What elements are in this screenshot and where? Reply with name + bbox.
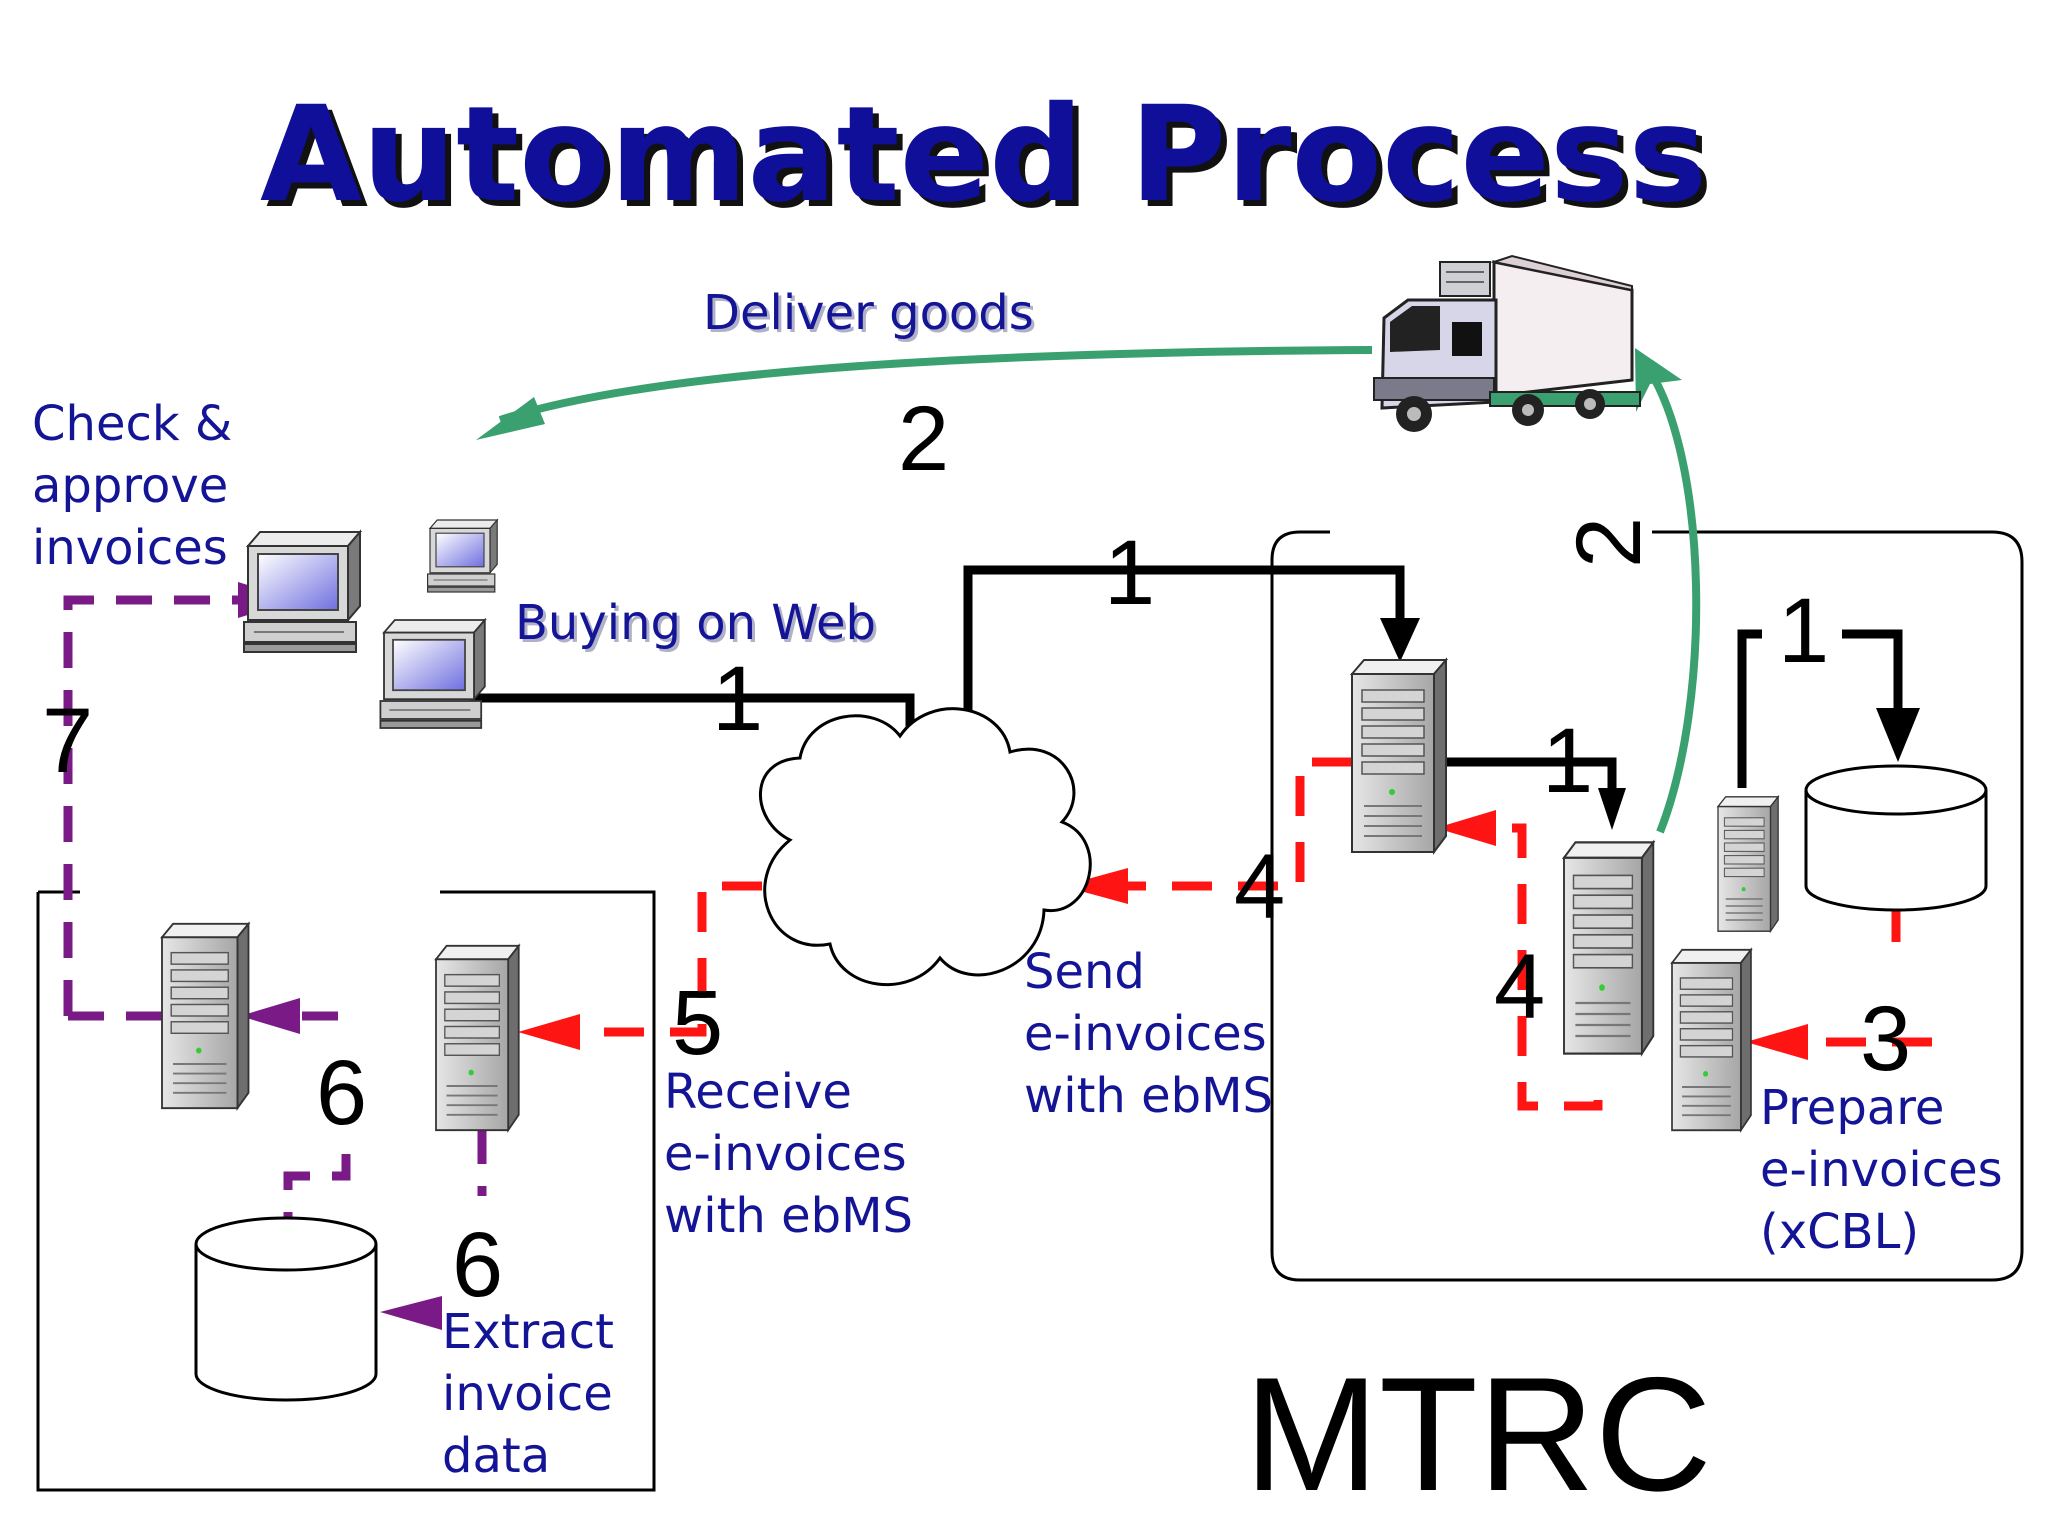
mtrc-internal-arrowhead-a: [1598, 788, 1626, 830]
step-number: 1: [712, 648, 763, 750]
database-icon: [194, 1216, 378, 1402]
step-number: 2: [1558, 517, 1660, 568]
truck-icon: [1373, 254, 1641, 432]
server-tower-icon: [161, 922, 250, 1110]
send-einvoices-label: Send e-invoices with ebMS: [1024, 944, 1273, 1124]
check-approve-label: Check & approve invoices: [32, 396, 232, 576]
receive-invoice-flow: [578, 881, 762, 1037]
deliver-goods-arrow: [498, 346, 1373, 424]
deliver-goods-label: Deliver goods Deliver goods: [703, 285, 1037, 344]
step-number: 1: [1104, 522, 1155, 624]
svg-text:with ebMS: with ebMS: [1024, 1068, 1273, 1124]
server-tower-icon: [1562, 841, 1655, 1055]
svg-text:Deliver goods: Deliver goods: [706, 288, 1037, 344]
mtrc-boundary-box: [1270, 530, 2024, 1282]
extract-flow-b: [283, 1154, 351, 1222]
truck-return-arrowhead: [1635, 348, 1682, 412]
step-number: 7: [42, 690, 93, 792]
step-number: 1: [1542, 710, 1593, 812]
truck-return-arrow: [1644, 365, 1701, 834]
svg-text:e-invoices: e-invoices: [1024, 1006, 1267, 1062]
step-number: 6: [452, 1214, 503, 1316]
step-number: 2: [898, 388, 949, 490]
svg-text:invoice: invoice: [442, 1366, 613, 1422]
receive-einvoices-label: Receive e-invoices with ebMS: [664, 1064, 913, 1244]
step-number: 6: [316, 1042, 367, 1144]
svg-text:Deliver goods: Deliver goods: [703, 285, 1034, 341]
web-to-mtrc-arrowhead: [1380, 618, 1420, 662]
step-number: 1: [1778, 580, 1829, 682]
extract-arrowhead-a: [240, 998, 300, 1034]
database-icon: [1804, 764, 1988, 912]
mtrc-loop-flow: [1498, 823, 1603, 1111]
step-number: 4: [1234, 836, 1285, 938]
svg-text:Buying on Web: Buying on Web: [515, 595, 876, 651]
deliver-goods-arrowhead: [476, 397, 545, 440]
step-number: 3: [1860, 988, 1911, 1090]
send-invoice-arrowhead: [1062, 868, 1128, 904]
desktop-computer-icon: [243, 531, 361, 653]
mtrc-internal-flow-a: [1430, 757, 1617, 790]
svg-text:invoices: invoices: [32, 520, 228, 576]
svg-text:with ebMS: with ebMS: [664, 1188, 913, 1244]
svg-text:Prepare: Prepare: [1760, 1080, 1944, 1136]
desktop-computer-icon: [427, 519, 498, 593]
page-title: Automated Process Automated Process: [260, 78, 1713, 238]
web-to-mtrc-flow: [963, 565, 1405, 778]
svg-text:Buying on Web: Buying on Web: [518, 598, 879, 654]
prepare-invoice-arrowhead: [1746, 1024, 1808, 1060]
mtrc-loop-arrowhead: [1436, 810, 1496, 846]
svg-text:approve: approve: [32, 458, 228, 514]
svg-text:Check &: Check &: [32, 396, 232, 452]
customer-boundary-box: [36, 890, 656, 1492]
mtrc-internal-arrowhead-b: [1876, 708, 1920, 762]
prepare-einvoices-label: Prepare e-invoices (xCBL): [1760, 1080, 2003, 1260]
svg-text:Send: Send: [1024, 944, 1145, 1000]
svg-text:Automated Process: Automated Process: [260, 78, 1707, 232]
buying-on-web-label: Buying on Web Buying on Web: [515, 595, 879, 654]
svg-text:e-invoices: e-invoices: [1760, 1142, 2003, 1198]
svg-text:Automated Process: Automated Process: [266, 84, 1713, 238]
svg-text:Receive: Receive: [664, 1064, 852, 1120]
svg-text:Extract: Extract: [442, 1304, 614, 1360]
server-tower-icon: [1671, 948, 1752, 1132]
check-approve-flow: [63, 595, 238, 1016]
desktop-computer-icon: [379, 619, 486, 729]
svg-text:e-invoices: e-invoices: [664, 1126, 907, 1182]
step-number: 4: [1494, 936, 1545, 1038]
receive-invoice-arrowhead: [518, 1014, 580, 1050]
mtrc-label: MTRC: [1244, 1344, 1712, 1525]
internet-cloud-icon: [758, 707, 1092, 987]
server-tower-icon: [1351, 659, 1447, 853]
svg-text:(xCBL): (xCBL): [1760, 1204, 1919, 1260]
extract-invoice-data-label: Extract invoice data: [442, 1304, 614, 1484]
step-number: 5: [672, 972, 723, 1074]
send-invoice-flow: [1126, 757, 1352, 891]
mtrc-internal-flow-b: [1737, 629, 1903, 788]
svg-text:data: data: [442, 1428, 550, 1484]
server-tower-icon: [1717, 796, 1779, 932]
extract-arrowhead-c: [380, 1296, 442, 1330]
server-tower-icon: [435, 944, 520, 1132]
